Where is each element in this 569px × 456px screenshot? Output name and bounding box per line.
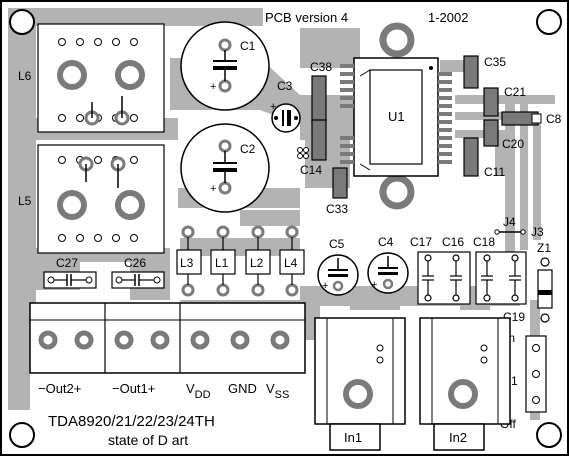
label-c4: C4 <box>378 235 394 249</box>
capacitor-c33 <box>332 167 348 199</box>
diode-z1 <box>537 257 553 323</box>
polarity-mark-c1: + <box>210 81 216 93</box>
label-j3: J3 <box>531 225 544 239</box>
label-l2: L2 <box>250 256 264 270</box>
pcb-version-label: PCB version 4 <box>265 10 348 25</box>
mounting-hole-top-right <box>536 9 562 35</box>
capacitor-c20 <box>483 119 499 147</box>
chip-title: TDA8920/21/22/23/24TH <box>48 413 215 430</box>
pcb-date-label: 1-2002 <box>428 10 468 25</box>
chip-subtitle: state of D art <box>108 432 188 448</box>
mounting-hole-top-left <box>9 9 35 35</box>
polarity-mark-c5: + <box>322 280 328 292</box>
capacitor-c5 <box>317 254 359 296</box>
inductor-l6 <box>37 23 165 133</box>
label-z1: Z1 <box>537 241 551 255</box>
label-c27: C27 <box>56 256 78 270</box>
label-c1: C1 <box>240 39 256 53</box>
capacitor-c38 <box>311 75 327 125</box>
ic-u1 <box>340 22 452 210</box>
label-c11: C11 <box>484 165 505 179</box>
terminal-label-vss: VSS <box>266 381 289 401</box>
terminal-block <box>29 302 306 374</box>
capacitor-c3 <box>271 103 301 133</box>
label-c17: C17 <box>410 235 432 249</box>
capacitor-c26 <box>111 271 165 289</box>
capacitor-c21 <box>483 87 499 117</box>
capacitor-c8 <box>501 111 542 126</box>
capacitor-c2 <box>180 123 270 213</box>
inductor-l5 <box>37 144 165 254</box>
label-l5: L5 <box>18 194 32 208</box>
rca-jack-in1 <box>314 317 406 451</box>
label-c18: C18 <box>473 235 495 249</box>
label-c3: C3 <box>277 79 293 93</box>
capacitor-c11 <box>463 137 479 177</box>
label-c38: C38 <box>310 60 332 74</box>
label-c21: C21 <box>504 85 526 99</box>
jumper-j4 <box>494 229 526 235</box>
switch-s1 <box>525 335 547 413</box>
capacitor-c35 <box>463 55 479 89</box>
label-u1: U1 <box>388 109 405 124</box>
terminal-label-out2: −Out2+ <box>38 381 81 396</box>
capacitor-c4 <box>367 252 409 294</box>
label-c33: C33 <box>326 202 348 216</box>
via-cluster <box>297 147 309 159</box>
label-j4: J4 <box>503 215 516 229</box>
mounting-hole-bottom-right <box>536 422 562 448</box>
mounting-holes <box>9 9 562 448</box>
mounting-hole-bottom-left <box>9 422 35 448</box>
label-c26: C26 <box>124 256 146 270</box>
label-in1: In1 <box>344 430 362 445</box>
capacitor-c27 <box>43 271 97 289</box>
label-c35: C35 <box>484 55 506 69</box>
label-c5: C5 <box>329 237 345 251</box>
polarity-mark-c2: + <box>210 183 216 195</box>
capacitor-c1 <box>180 21 270 111</box>
label-l1: L1 <box>215 256 229 270</box>
polarity-mark-c4: + <box>371 279 377 291</box>
label-l4: L4 <box>284 256 298 270</box>
terminal-label-gnd: GND <box>228 381 257 396</box>
terminal-label-out1: −Out1+ <box>112 381 155 396</box>
label-c16: C16 <box>442 235 464 249</box>
label-c2: C2 <box>240 142 256 156</box>
label-c20: C20 <box>502 137 524 151</box>
label-l3: L3 <box>180 256 194 270</box>
terminal-label-vdd: VDD <box>186 381 211 401</box>
label-c8: C8 <box>546 112 562 126</box>
capacitor-c14 <box>311 119 327 161</box>
rca-jack-in2 <box>419 317 511 451</box>
label-l6: L6 <box>18 69 32 83</box>
inductors-small <box>176 225 305 297</box>
label-in2: In2 <box>449 430 467 445</box>
polarity-mark-c3: + <box>270 101 276 113</box>
label-c14: C14 <box>300 163 322 177</box>
capacitors-vertical <box>417 251 527 305</box>
